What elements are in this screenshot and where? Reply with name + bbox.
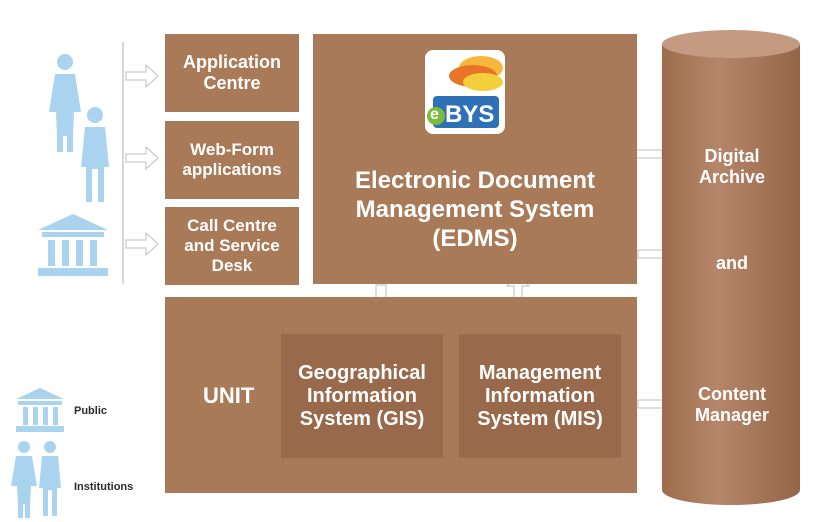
- archive-label-1: Digital Archive: [698, 146, 766, 187]
- mis-box: Management Information System (MIS): [459, 334, 621, 458]
- public-legend-icon: [16, 388, 64, 432]
- arrow-right-icon: [125, 231, 159, 257]
- archive-label-3: Content Manager: [694, 384, 770, 425]
- call-centre-box: Call Centre and Service Desk: [165, 207, 299, 285]
- application-centre-box: Application Centre: [165, 34, 299, 112]
- ebys-logo: e BYS: [425, 50, 505, 134]
- application-centre-label: Application Centre: [183, 52, 281, 93]
- institutions-legend-icon: [11, 441, 61, 518]
- arrow-right-icon: [125, 63, 159, 89]
- arrow-right-icon: [125, 145, 159, 171]
- web-form-box: Web-Form applications: [165, 121, 299, 199]
- archive-label-2: and: [715, 253, 748, 273]
- mis-label: Management Information System (MIS): [477, 361, 603, 430]
- web-form-label: Web-Form applications: [182, 140, 282, 179]
- institution-icon: [38, 214, 108, 276]
- legend-public: Public: [74, 405, 108, 417]
- edms-title: Electronic Document Management System (E…: [354, 167, 596, 252]
- logo-prefix: e: [430, 106, 439, 123]
- people-icon: [49, 54, 109, 202]
- gis-box: Geographical Information System (GIS): [281, 334, 443, 458]
- legend-institutions: Institutions: [74, 481, 134, 493]
- gis-label: Geographical Information System (GIS): [298, 361, 426, 430]
- edms-box: e BYS Electronic Document Management Sys…: [313, 34, 637, 284]
- divider-line: [122, 42, 124, 284]
- call-centre-label: Call Centre and Service Desk: [184, 216, 280, 275]
- logo-text: BYS: [445, 101, 495, 128]
- unit-label: UNIT: [203, 383, 255, 408]
- archive-cylinder: [662, 30, 800, 505]
